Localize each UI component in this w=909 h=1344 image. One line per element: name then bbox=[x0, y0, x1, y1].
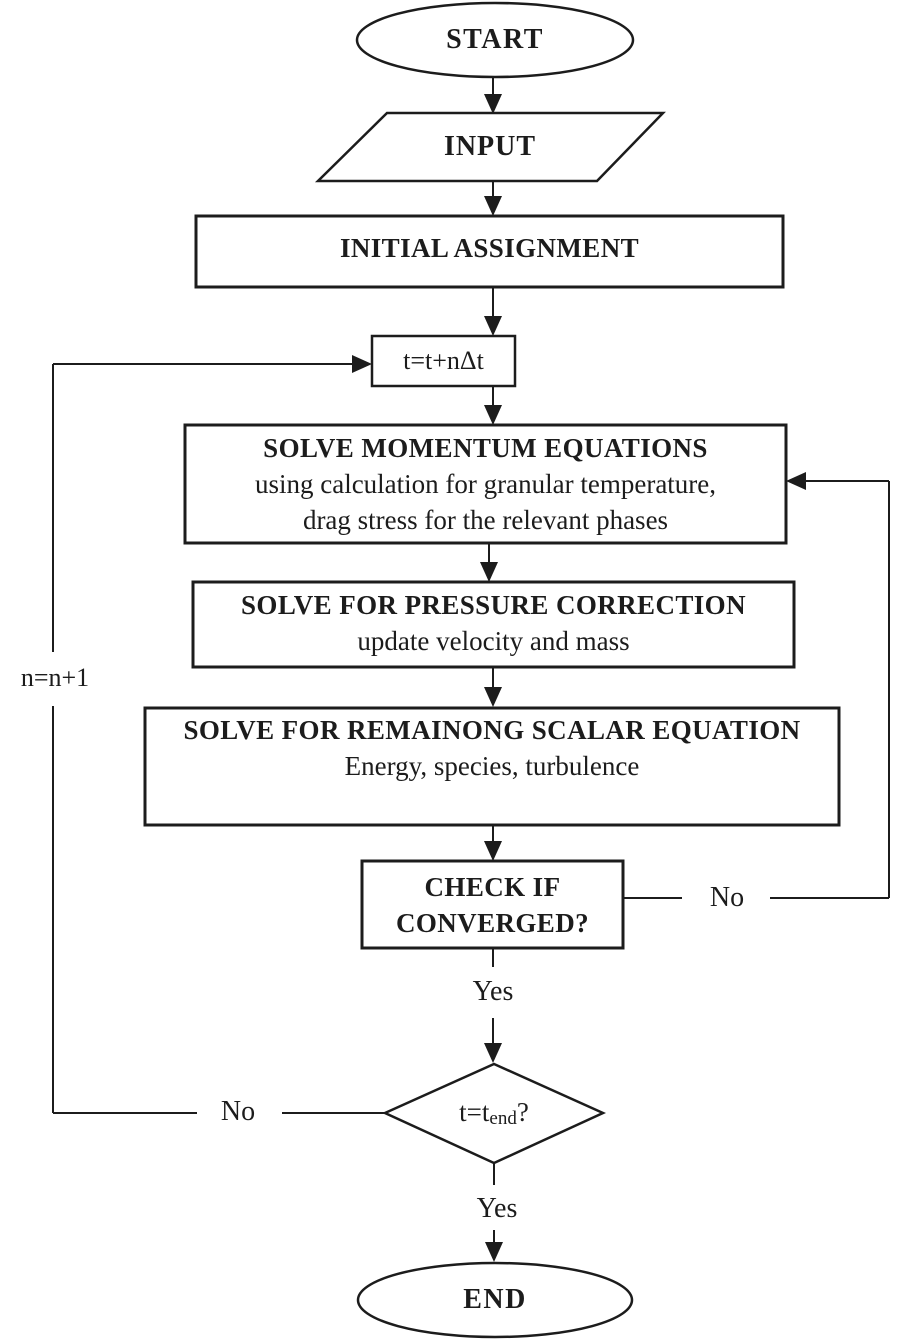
arrowhead-diamond bbox=[484, 1043, 502, 1063]
initial-assignment-box-shape bbox=[194, 214, 785, 289]
time-step-box-shape bbox=[370, 334, 517, 388]
scalar-box-shape bbox=[143, 706, 841, 827]
scalar-title: SOLVE FOR REMAINONG SCALAR EQUATION bbox=[183, 715, 801, 745]
time-step-label: t=t+nΔt bbox=[403, 346, 484, 375]
end-terminator-shape bbox=[356, 1261, 634, 1339]
momentum-title: SOLVE MOMENTUM EQUATIONS bbox=[263, 433, 708, 463]
time-end-no-label: No bbox=[220, 1096, 256, 1127]
start-label: START bbox=[446, 24, 544, 55]
end-label: END bbox=[463, 1284, 527, 1315]
converged-no-label: No bbox=[709, 882, 745, 913]
arrowhead-end bbox=[485, 1242, 503, 1262]
momentum-box-shape bbox=[183, 423, 788, 545]
check-converged-box-shape bbox=[360, 859, 625, 950]
momentum-line2: using calculation for granular temperatu… bbox=[254, 469, 717, 499]
momentum-line3: drag stress for the relevant phases bbox=[302, 505, 669, 535]
momentum-label: SOLVE MOMENTUM EQUATIONS using calculati… bbox=[185, 428, 786, 540]
initial-assignment-label: INITIAL ASSIGNMENT bbox=[339, 233, 640, 263]
arrowhead-initial bbox=[484, 196, 502, 216]
time-end-main: t=t bbox=[459, 1096, 490, 1127]
pressure-line2: update velocity and mass bbox=[357, 625, 630, 656]
arrowhead-momentum bbox=[484, 405, 502, 425]
input-label: INPUT bbox=[443, 131, 537, 162]
time-end-suffix: ? bbox=[516, 1096, 529, 1127]
arrowhead-momentum-return bbox=[786, 472, 806, 490]
scalar-line2: Energy, species, turbulence bbox=[344, 751, 640, 781]
check-converged-line1: CHECK IF bbox=[424, 871, 561, 902]
pressure-title: SOLVE FOR PRESSURE CORRECTION bbox=[241, 589, 746, 620]
check-converged-line2: CONVERGED? bbox=[395, 907, 589, 938]
increment-label: n=n+1 bbox=[20, 663, 90, 692]
scalar-label: SOLVE FOR REMAINONG SCALAR EQUATION Ener… bbox=[145, 712, 839, 825]
time-end-yes-label: Yes bbox=[476, 1193, 518, 1224]
arrowhead-scalar bbox=[484, 687, 502, 707]
start-terminator-shape bbox=[355, 1, 635, 79]
converged-yes-label: Yes bbox=[472, 976, 514, 1007]
time-end-diamond-shape bbox=[381, 1062, 607, 1165]
arrowhead-input bbox=[484, 94, 502, 114]
arrowhead-timestep-return bbox=[352, 355, 372, 373]
check-converged-label: CHECK IF CONVERGED? bbox=[362, 863, 623, 946]
arrowhead-pressure bbox=[480, 562, 498, 582]
pressure-box-shape bbox=[191, 580, 796, 669]
time-end-subscript: end bbox=[489, 1108, 517, 1129]
pressure-label: SOLVE FOR PRESSURE CORRECTION update vel… bbox=[193, 582, 794, 663]
arrowhead-timestep bbox=[484, 316, 502, 336]
arrowhead-check bbox=[484, 841, 502, 861]
input-parallelogram-shape bbox=[314, 111, 666, 183]
